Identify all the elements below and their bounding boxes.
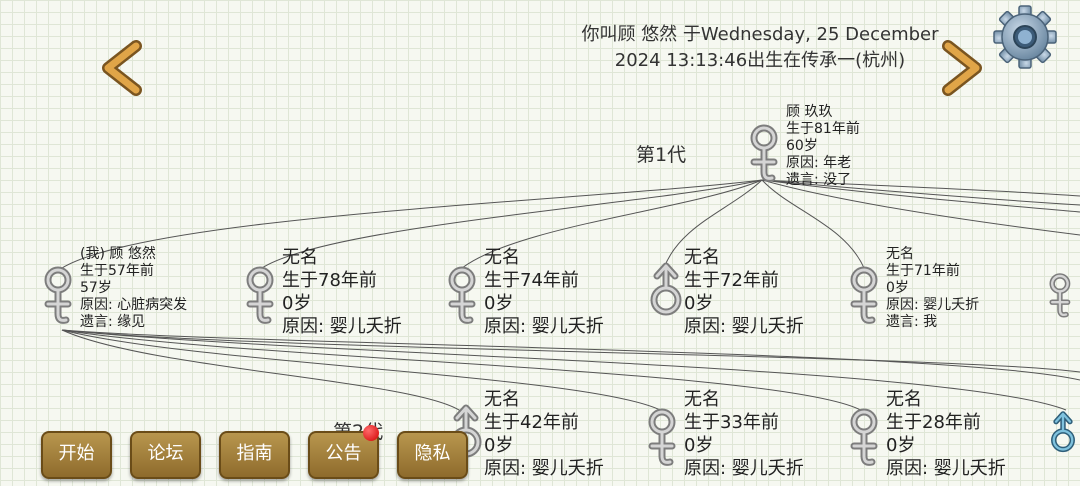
person-born: 生于74年前 [484,270,579,291]
female-symbol-icon [850,408,878,466]
male-symbol-icon [650,262,682,316]
person-cause: 原因: 婴儿夭折 [684,458,804,479]
person-cause: 原因: 婴儿夭折 [684,316,804,337]
person-born: 生于78年前 [282,270,377,291]
person-name: 无名 [484,389,520,410]
person-cause: 原因: 心脏病突发 [80,297,188,313]
person-name: 无名 [282,247,318,268]
person-name: 无名 [886,389,922,410]
person-info: 无名 生于72年前 0岁 原因: 婴儿夭折 [684,246,804,338]
person-born: 生于57年前 [80,263,154,279]
person-cause: 原因: 婴儿夭折 [282,316,402,337]
ancestor-name: 顾 玖玖 [786,104,833,120]
person-info: 无名 生于71年前 0岁 原因: 婴儿夭折 遗言: 我 [886,246,979,331]
person-age: 0岁 [886,435,916,456]
person-name: (我) 顾 悠然 [80,246,156,262]
person-last-words: 遗言: 缘见 [80,314,146,330]
person-age: 0岁 [684,293,714,314]
female-symbol-icon [648,408,676,466]
generation-1-label: 第1代 [636,144,687,166]
person-born: 生于33年前 [684,412,779,433]
person-name: 无名 [684,389,720,410]
person-info: 无名 生于78年前 0岁 原因: 婴儿夭折 [282,246,402,338]
male-symbol-icon [1051,411,1075,453]
person-info: 无名 生于28年前 0岁 原因: 婴儿夭折 [886,388,1006,480]
birth-info-line1: 你叫顾 悠然 于Wednesday, 25 December [581,24,939,45]
person-age: 0岁 [684,435,714,456]
female-symbol-icon [44,266,72,324]
female-symbol-icon [850,266,878,324]
privacy-button[interactable]: 隐私 [397,431,468,479]
female-symbol-icon [1049,273,1071,318]
notification-dot [363,425,379,441]
forum-button[interactable]: 论坛 [130,431,201,479]
prev-button[interactable] [96,38,156,98]
ancestor-age: 60岁 [786,138,818,154]
female-symbol-icon [750,124,778,182]
gear-icon [993,5,1057,69]
person-age: 0岁 [484,435,514,456]
person-age: 0岁 [282,293,312,314]
person-info: 无名 生于42年前 0岁 原因: 婴儿夭折 [484,388,604,480]
person-born: 生于72年前 [684,270,779,291]
ancestor-last-words: 遗言: 没了 [786,172,852,188]
person-cause: 原因: 婴儿夭折 [484,316,604,337]
chevron-left-icon [102,40,142,96]
birth-info-line2: 2024 13:13:46出生在传承一(杭州) [614,50,906,71]
notice-button[interactable]: 公告 [308,431,379,479]
person-age: 57岁 [80,280,112,296]
person-last-words: 遗言: 我 [886,314,938,330]
person-name: 无名 [886,246,914,262]
person-cause: 原因: 婴儿夭折 [886,458,1006,479]
chevron-right-icon [942,40,982,96]
guide-button[interactable]: 指南 [219,431,290,479]
ancestor-born: 生于81年前 [786,121,860,137]
female-symbol-icon [448,266,476,324]
person-age: 0岁 [886,280,909,296]
ancestor-info: 顾 玖玖 生于81年前 60岁 原因: 年老 遗言: 没了 [786,104,860,189]
next-button[interactable] [928,38,988,98]
person-born: 生于28年前 [886,412,981,433]
person-cause: 原因: 婴儿夭折 [886,297,980,313]
person-info: (我) 顾 悠然 生于57年前 57岁 原因: 心脏病突发 遗言: 缘见 [80,246,187,331]
person-cause: 原因: 婴儿夭折 [484,458,604,479]
person-name: 无名 [484,247,520,268]
person-name: 无名 [684,247,720,268]
ancestor-cause: 原因: 年老 [786,155,852,171]
person-info: 无名 生于33年前 0岁 原因: 婴儿夭折 [684,388,804,480]
person-info: 无名 生于74年前 0岁 原因: 婴儿夭折 [484,246,604,338]
birth-info: 你叫顾 悠然 于Wednesday, 25 December 2024 13:1… [560,22,960,74]
person-age: 0岁 [484,293,514,314]
settings-button[interactable] [990,2,1060,72]
female-symbol-icon [246,266,274,324]
person-born: 生于42年前 [484,412,579,433]
start-button[interactable]: 开始 [41,431,112,479]
person-born: 生于71年前 [886,263,960,279]
